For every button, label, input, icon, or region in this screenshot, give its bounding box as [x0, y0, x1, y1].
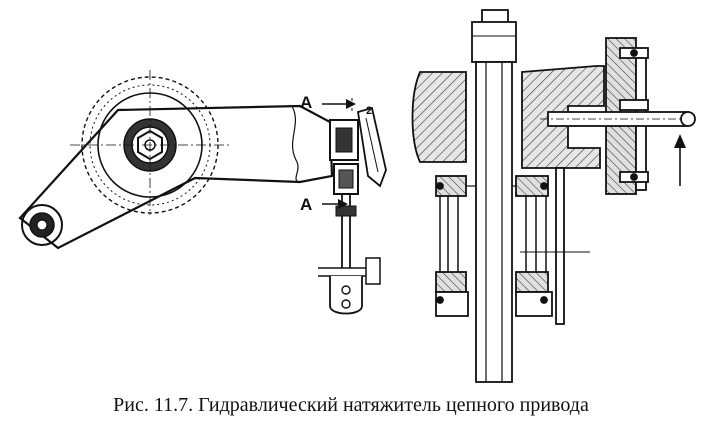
shaft-tube	[475, 61, 513, 383]
shoe-detail	[365, 117, 379, 173]
tensioner-arm	[18, 104, 334, 250]
section-label-a-bottom: A	[300, 195, 312, 214]
section-view-drawing	[411, 9, 696, 383]
plate-nut-top	[630, 49, 638, 57]
figure-caption: Рис. 11.7. Гидравлический натяжитель цеп…	[113, 394, 589, 416]
arm-break-line	[291, 105, 299, 183]
left-bearing-lower	[435, 271, 467, 293]
left-lower-base	[435, 291, 469, 317]
bracket-hole-1	[341, 285, 351, 295]
right-lower-base	[515, 291, 553, 317]
bracket-block	[365, 257, 381, 285]
bracket-hole-2	[341, 299, 351, 309]
pin-end	[680, 111, 696, 127]
left-bolt-b	[436, 296, 444, 304]
tensioner-upper-core	[335, 127, 353, 153]
lever-arm-drawing	[18, 70, 387, 315]
shaft-collar	[471, 21, 517, 63]
left-bolt-a	[436, 182, 444, 190]
plate-bolt-mid	[619, 99, 649, 111]
right-bolt-b	[540, 296, 548, 304]
pivot-outer	[21, 204, 63, 246]
lower-bracket	[329, 276, 363, 315]
right-bolt-a	[540, 182, 548, 190]
motion-arrow-head	[674, 134, 686, 148]
callout-number: 2	[366, 105, 372, 117]
right-bearing-lower	[515, 271, 549, 293]
plate-nut-bottom	[630, 173, 638, 181]
rod-nut	[335, 205, 357, 217]
arrow-a-bottom	[338, 199, 348, 209]
tensioner-figure: A A 2	[18, 9, 696, 383]
tensioner-lower-core	[338, 169, 354, 189]
pivot-bore	[36, 219, 48, 231]
side-rod	[555, 167, 565, 325]
housing-section	[411, 71, 467, 163]
arrow-a-top	[346, 99, 356, 109]
section-label-a-top: A	[300, 93, 312, 112]
